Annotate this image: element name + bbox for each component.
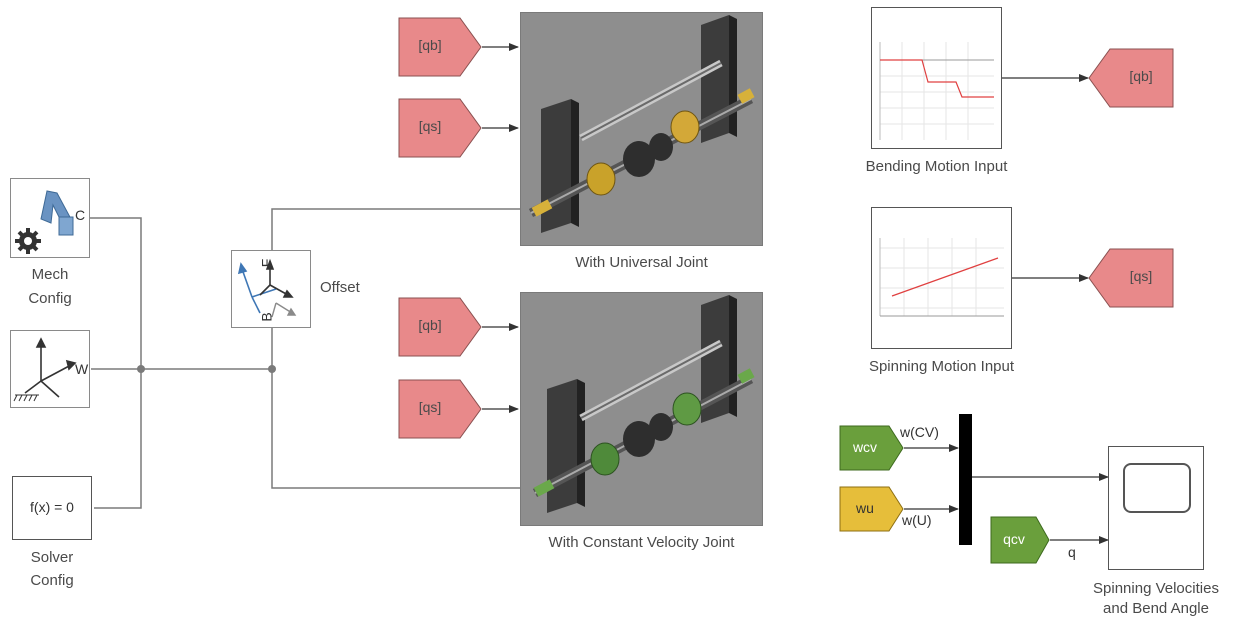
universal-joint-rendering (521, 13, 762, 245)
signal-builder-plot-icon (879, 42, 994, 140)
mux-block[interactable] (959, 414, 972, 545)
from-tag-qcv[interactable]: qcv (990, 516, 1050, 564)
world-port-w: W (75, 361, 89, 377)
scope-block[interactable] (1108, 446, 1204, 570)
robot-arm-icon (15, 190, 74, 254)
world-frame-icon (13, 337, 77, 402)
scope-screen-icon (1123, 463, 1191, 513)
from-tag-qb-universal[interactable]: [qb] (398, 17, 482, 77)
offset-port-f: F (258, 258, 275, 268)
goto-tag-qb[interactable]: [qb] (1088, 48, 1174, 108)
junction-dot (137, 365, 145, 373)
mech-config-label-line2: Config (28, 290, 72, 307)
signal-label-wu: w(U) (902, 512, 932, 528)
signal-label-q: q (1068, 544, 1076, 560)
mech-config-block[interactable]: C (10, 178, 90, 258)
solver-config-label-line1: Solver (30, 549, 74, 566)
world-frame-block[interactable]: W (10, 330, 90, 408)
scope-label-line1: Spinning Velocities (1093, 580, 1219, 597)
from-tag-qs-universal[interactable]: [qs] (398, 98, 482, 158)
solver-config-text: f(x) = 0 (30, 499, 74, 515)
from-tag-qs-cv[interactable]: [qs] (398, 379, 482, 439)
goto-tag-qs[interactable]: [qs] (1088, 248, 1174, 308)
cv-joint-label: With Constant Velocity Joint (548, 534, 735, 551)
from-tag-wu[interactable]: wu (839, 486, 904, 532)
junction-dot (268, 365, 276, 373)
bending-motion-input-label: Bending Motion Input (865, 158, 1008, 175)
rigid-transform-icon (237, 258, 297, 318)
signal-label-wcv: w(CV) (900, 424, 939, 440)
solver-config-block[interactable]: f(x) = 0 (12, 476, 92, 540)
cv-joint-rendering (521, 293, 762, 525)
offset-f-line (271, 208, 520, 250)
bending-motion-input-block[interactable] (871, 7, 1002, 149)
cv-joint-subsystem[interactable] (520, 292, 763, 526)
offset-label: Offset (320, 279, 360, 296)
solver-config-label-line2: Config (30, 572, 74, 589)
from-tag-wcv[interactable]: wcv (839, 425, 904, 471)
spinning-motion-input-label: Spinning Motion Input (868, 358, 1015, 375)
mech-config-port-c: C (75, 207, 86, 223)
universal-joint-label: With Universal Joint (575, 254, 708, 271)
signal-builder-plot-icon (879, 238, 1004, 317)
mech-config-label-line1: Mech (31, 266, 69, 283)
universal-joint-subsystem[interactable] (520, 12, 763, 246)
from-tag-qb-cv[interactable]: [qb] (398, 297, 482, 357)
mech-config-line (90, 217, 142, 509)
spinning-motion-input-block[interactable] (871, 207, 1012, 349)
offset-b-line (271, 328, 520, 489)
scope-label-line2: and Bend Angle (1103, 600, 1209, 617)
offset-block[interactable]: F B (231, 250, 311, 328)
offset-port-b: B (258, 312, 275, 322)
